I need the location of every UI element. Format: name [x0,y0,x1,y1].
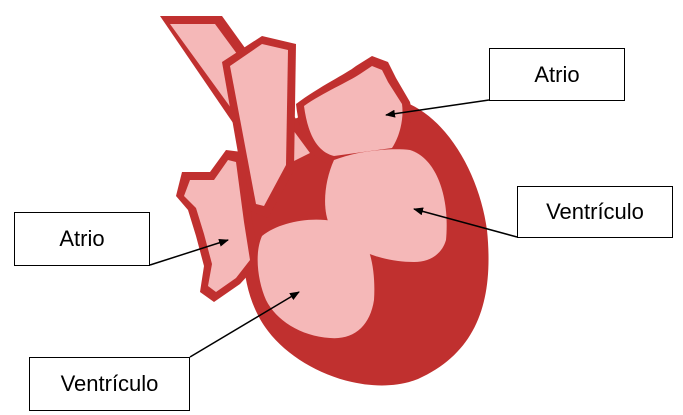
label-ventriculo-left-text: Ventrículo [61,371,159,397]
heart-illustration [160,16,489,385]
label-atrio-right: Atrio [489,48,625,101]
label-atrio-left: Atrio [14,212,150,266]
label-ventriculo-left: Ventrículo [29,357,190,411]
label-atrio-right-text: Atrio [534,62,579,88]
label-ventriculo-right-text: Ventrículo [546,199,644,225]
label-atrio-left-text: Atrio [59,226,104,252]
label-ventriculo-right: Ventrículo [517,186,673,238]
